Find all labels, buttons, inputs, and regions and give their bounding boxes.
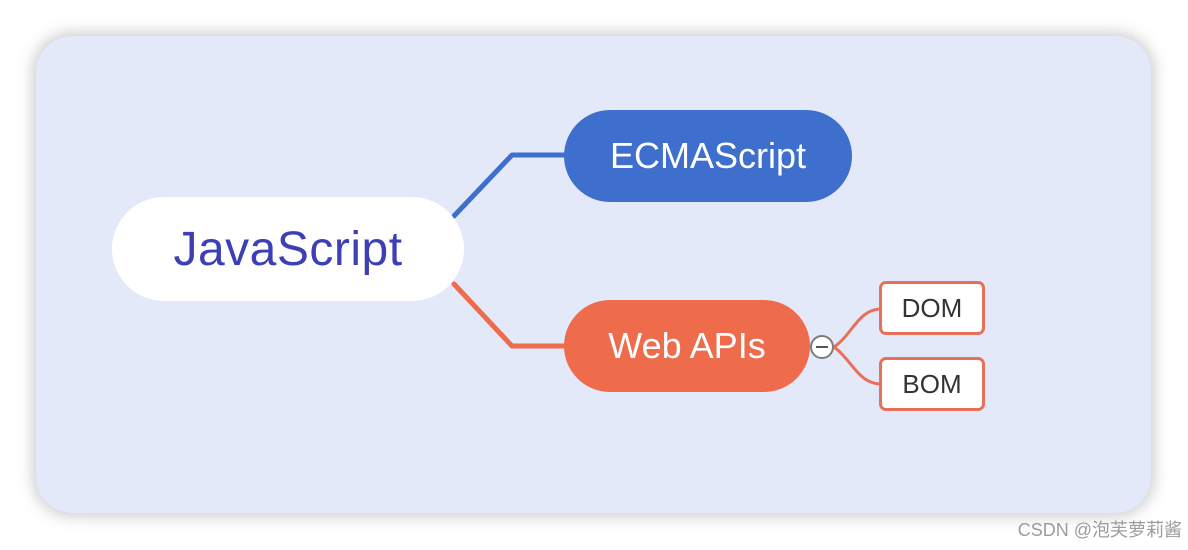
- leaf-node-bom[interactable]: BOM: [879, 357, 985, 411]
- watermark-text: CSDN @泡芙萝莉酱: [1017, 520, 1182, 540]
- connector-root-to-ecmascript: [451, 152, 569, 219]
- collapse-minus-icon[interactable]: [810, 335, 834, 359]
- root-node-javascript[interactable]: JavaScript: [112, 197, 464, 301]
- branch-node-label: ECMAScript: [609, 135, 807, 176]
- root-node-label: JavaScript: [173, 222, 403, 276]
- leaf-node-label: BOM: [902, 368, 962, 399]
- leaf-node-dom[interactable]: DOM: [879, 281, 985, 335]
- branch-node-webapis[interactable]: Web APIs: [564, 300, 810, 392]
- connector-webapis-to-bom: [833, 345, 881, 386]
- branch-node-ecmascript[interactable]: ECMAScript: [564, 110, 852, 202]
- connector-webapis-to-dom: [833, 307, 881, 349]
- leaf-node-label: DOM: [901, 292, 963, 323]
- branch-node-label: Web APIs: [608, 325, 766, 366]
- connector-root-to-webapis: [451, 281, 569, 349]
